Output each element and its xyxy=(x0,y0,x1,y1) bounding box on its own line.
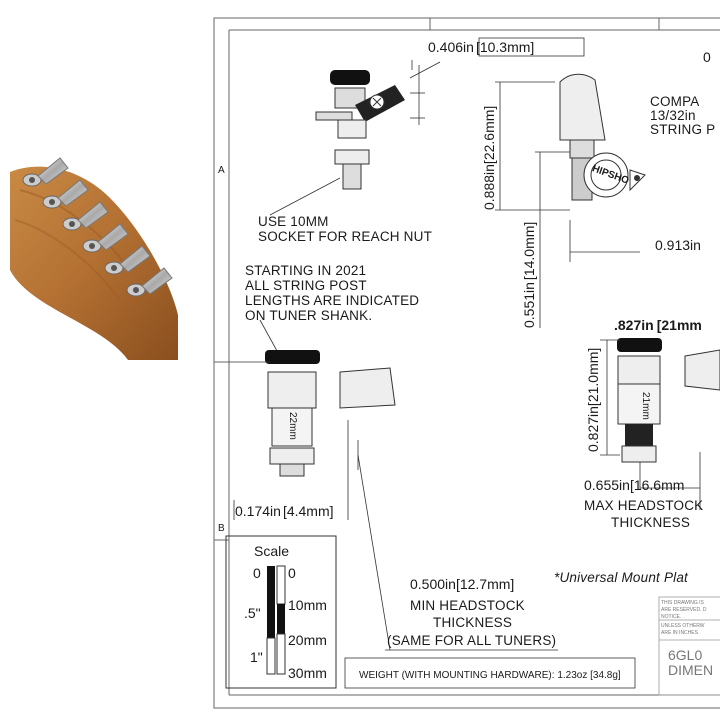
tuner-side-view-right: 21mm xyxy=(617,338,720,463)
scale-mm-0: 0 xyxy=(288,565,296,581)
scale-inch-half: .5" xyxy=(244,605,261,621)
svg-text:0.406in[10.3mm]: 0.406in[10.3mm] xyxy=(428,39,534,55)
scale-inch-1: 1" xyxy=(250,649,263,665)
title-block xyxy=(658,596,720,696)
tuner-row xyxy=(22,157,173,297)
svg-text:0.500in[12.7mm]: 0.500in[12.7mm] xyxy=(410,576,514,592)
scale-mm-20: 20mm xyxy=(288,632,327,648)
title-fine-5: ARE IN INCHES xyxy=(661,630,699,636)
headstock-photo xyxy=(10,157,178,360)
dim-post-gap: 0.406in xyxy=(428,39,474,55)
dim-height-827-mm: 21.0mm xyxy=(585,352,601,403)
dim-height-total-mm: 22.6mm xyxy=(481,110,497,161)
dim-width-827: .827in xyxy=(614,317,654,333)
dim-width-827-mm: [21mm xyxy=(657,317,702,333)
dim-min-head: 0.500in xyxy=(410,576,456,592)
min-headstock-1: MIN HEADSTOCK xyxy=(410,598,525,613)
starting-note-1: STARTING IN 2021 xyxy=(245,263,366,278)
svg-text:0.827in[21.0mm]: 0.827in[21.0mm] xyxy=(585,348,601,452)
compat-note-3: STRING P xyxy=(650,122,715,137)
shank-length-mark-b: 21mm xyxy=(640,392,651,420)
dimension-lines-top xyxy=(269,60,441,216)
compat-note-2: 13/32in xyxy=(650,108,696,123)
dim-height-827: 0.827in xyxy=(585,406,601,452)
zone-label-a: A xyxy=(218,165,225,176)
dim-min-head-mm: 12.7mm xyxy=(460,576,511,592)
dim-width-right: 0.913in xyxy=(655,237,701,253)
scale-mm-10: 10mm xyxy=(288,597,327,613)
dim-top-right-partial: 0 xyxy=(703,49,711,65)
tuner-side-view-middle: 22mm xyxy=(265,350,396,477)
max-headstock-2: THICKNESS xyxy=(611,515,690,530)
scale-box xyxy=(225,535,337,689)
tuner-front-view-top: HIPSHOT xyxy=(559,73,646,201)
part-number: 6GL0 xyxy=(668,647,702,663)
title-fine-2: ARE RESERVED. D xyxy=(661,607,707,613)
max-headstock-1: MAX HEADSTOCK xyxy=(584,498,703,513)
compat-note-1: COMPA xyxy=(650,94,700,109)
title-fine-4: UNLESS OTHERW xyxy=(661,623,705,629)
svg-text:0.551in[14.0mm]: 0.551in[14.0mm] xyxy=(521,222,537,328)
dimension-lines-middle xyxy=(229,361,558,651)
starting-note-4: ON TUNER SHANK. xyxy=(245,308,372,323)
svg-text:.827in[21mm: .827in[21mm xyxy=(614,317,702,333)
dim-height-total: 0.888in xyxy=(481,164,497,210)
dimension-lines-right-lower xyxy=(600,339,701,510)
scale-title: Scale xyxy=(254,543,289,559)
dim-shank-174-mm: 4.4mm xyxy=(287,503,330,519)
dim-height-lower-mm: 14.0mm xyxy=(521,226,537,277)
svg-text:0.888in[22.6mm]: 0.888in[22.6mm] xyxy=(481,106,497,210)
dim-shank-655-mm: 16.6mm xyxy=(634,477,685,493)
weight-note: WEIGHT (WITH MOUNTING HARDWARE): 1.23oz … xyxy=(359,670,621,681)
shank-length-mark-a: 22mm xyxy=(287,412,298,440)
socket-note-2: SOCKET FOR REACH NUT xyxy=(258,229,432,244)
svg-text:0.655in[16.6mm: 0.655in[16.6mm xyxy=(584,477,684,493)
dim-shank-174: 0.174in xyxy=(235,503,281,519)
starting-note-2: ALL STRING POST xyxy=(245,278,367,293)
scale-mm-30: 30mm xyxy=(288,665,327,681)
svg-text:0.174in[4.4mm]: 0.174in[4.4mm] xyxy=(235,503,334,519)
socket-note-1: USE 10MM xyxy=(258,214,329,229)
universal-mount-note: *Universal Mount Plat xyxy=(554,570,689,585)
min-headstock-2: THICKNESS xyxy=(433,615,512,630)
dimension-lines-right xyxy=(495,81,640,328)
zone-label-b: B xyxy=(218,523,225,534)
dim-height-lower: 0.551in xyxy=(521,282,537,328)
scale-inch-0: 0 xyxy=(253,565,261,581)
dim-post-gap-mm: 10.3mm xyxy=(480,39,531,55)
min-headstock-3: (SAME FOR ALL TUNERS) xyxy=(387,633,556,648)
tuner-side-view-top xyxy=(315,70,405,190)
title-fine-3: NOTICE. xyxy=(661,614,681,620)
starting-note-3: LENGTHS ARE INDICATED xyxy=(245,293,419,308)
part-description: DIMEN xyxy=(668,662,713,678)
title-fine-1: THIS DRAWING IS xyxy=(661,600,705,606)
drawing-frame xyxy=(213,17,720,709)
dim-shank-655: 0.655in xyxy=(584,477,630,493)
